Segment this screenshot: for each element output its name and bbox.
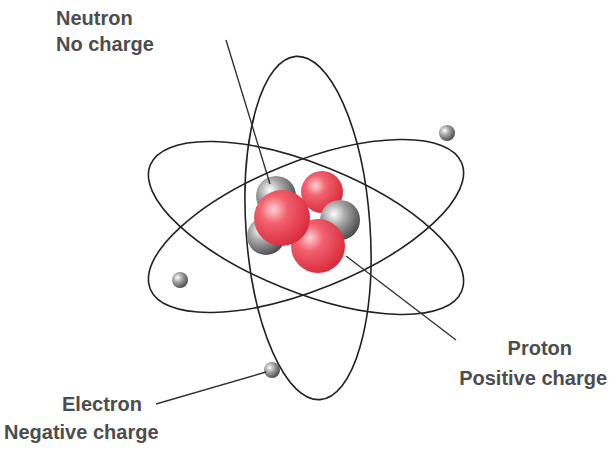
electron-sphere: [439, 125, 455, 141]
part-name: Neutron: [56, 6, 133, 30]
orbit: [234, 52, 382, 404]
nucleus: [247, 171, 360, 273]
orbit: [126, 106, 485, 351]
leader-line: [156, 372, 266, 404]
proton-sphere: [254, 190, 310, 246]
part-name: Proton: [508, 336, 572, 360]
charge-label: Negative charge: [4, 420, 159, 444]
charge-label: Positive charge: [459, 366, 607, 390]
part-name: Electron: [62, 392, 142, 416]
leader-line: [346, 256, 456, 340]
electrons: [172, 125, 455, 378]
electron-sphere: [264, 362, 280, 378]
leader-line: [226, 40, 270, 184]
electron-sphere: [172, 272, 188, 288]
orbits: [126, 52, 485, 404]
charge-label: No charge: [56, 32, 154, 56]
leader-lines: [156, 40, 456, 404]
